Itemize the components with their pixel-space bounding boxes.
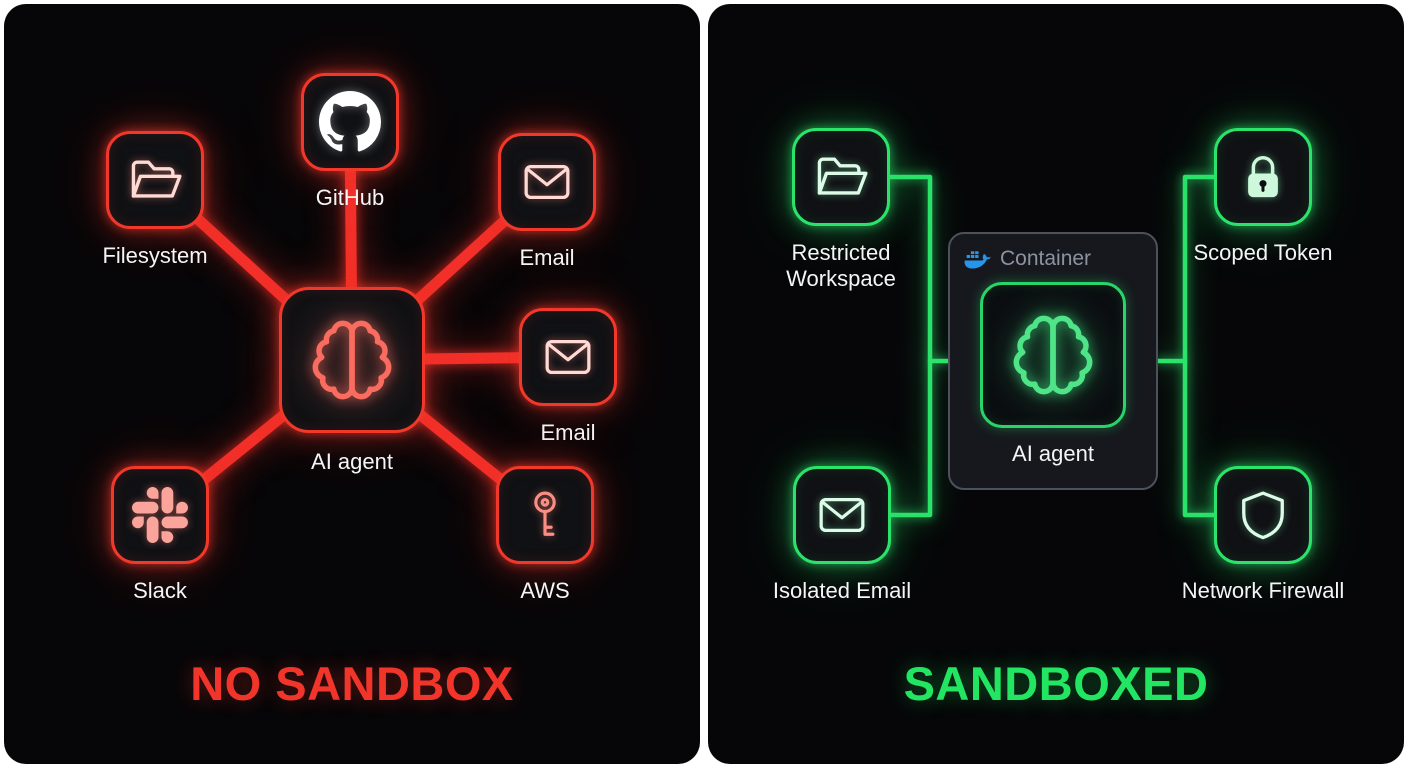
node-email-top: Email [498,133,596,270]
node-label: GitHub [315,185,385,210]
container-label: Container [1000,247,1092,270]
email-box [519,308,617,406]
no-sandbox-title: NO SANDBOX [190,657,514,710]
folder-icon [811,147,871,207]
key-icon [517,487,573,543]
no-sandbox-panel: Filesystem GitHub Email [4,4,700,764]
node-ai-agent: AI agent [279,287,425,474]
node-filesystem: Filesystem [102,131,208,268]
node-label: Network Firewall [1181,578,1345,603]
container-box: Container AI agent [948,232,1158,490]
node-label: Filesystem [102,243,208,268]
envelope-icon [518,153,576,211]
aws-box [496,466,594,564]
slack-icon [132,487,188,543]
filesystem-box [106,131,204,229]
green-connector-lines [887,174,1217,518]
sandboxed-panel: Restricted Workspace Scoped Token [708,4,1404,764]
node-label: Email [519,245,575,270]
github-box [301,73,399,171]
github-icon [319,91,381,153]
node-label: AWS [520,578,570,603]
scoped-token-box [1214,128,1312,226]
node-label: Isolated Email [772,578,912,603]
node-label: Slack [133,578,187,603]
node-github: GitHub [301,73,399,210]
restricted-workspace-box [792,128,890,226]
envelope-icon [813,486,871,544]
node-label: Email [540,420,596,445]
ai-agent-box [279,287,425,433]
folder-icon [125,150,185,210]
node-label: Scoped Token [1193,240,1333,265]
node-label: AI agent [311,449,393,474]
sandboxed-title: SANDBOXED [903,657,1209,710]
node-isolated-email: Isolated Email [773,466,911,603]
network-firewall-box [1214,466,1312,564]
node-scoped-token: Scoped Token [1193,128,1333,265]
brain-icon [1009,311,1097,399]
node-restricted-workspace: Restricted Workspace [786,128,896,291]
slack-box [111,466,209,564]
container-header: Container [964,247,1142,271]
shield-icon [1235,487,1291,543]
node-network-firewall: Network Firewall [1182,466,1344,603]
node-email-right: Email [519,308,617,445]
lock-icon [1235,149,1291,205]
node-aws: AWS [496,466,594,603]
isolated-email-box [793,466,891,564]
sandboxed-ai-agent-box [980,282,1126,428]
node-label: Restricted Workspace [786,240,896,292]
brain-icon [308,316,396,404]
email-box [498,133,596,231]
ai-agent-label: AI agent [1012,441,1094,466]
docker-icon [964,249,991,270]
node-slack: Slack [111,466,209,603]
envelope-icon [539,328,597,386]
